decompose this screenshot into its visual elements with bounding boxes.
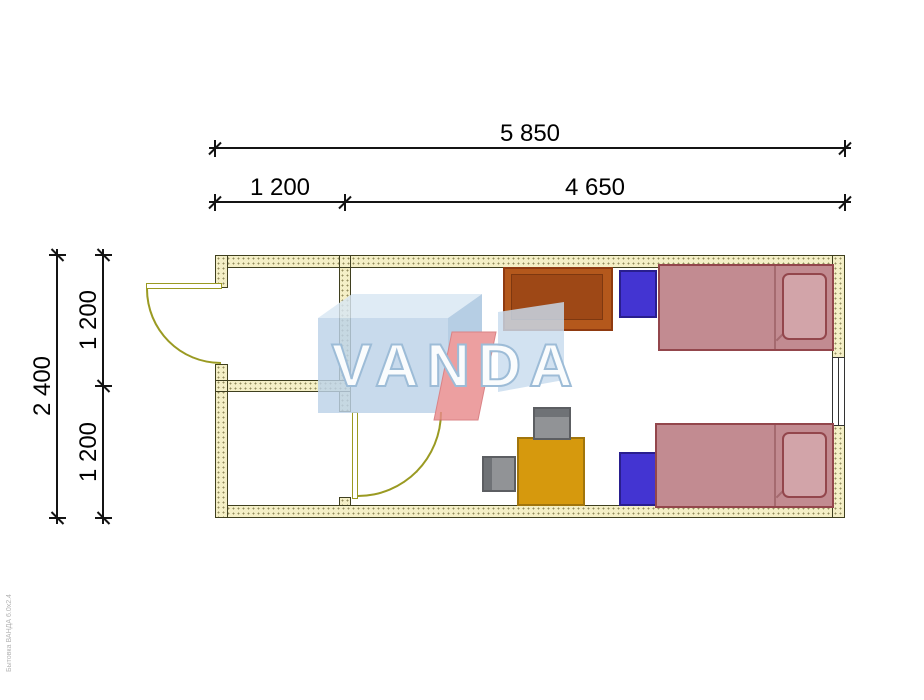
wardrobe — [503, 267, 613, 331]
wall-left-lower — [215, 364, 228, 518]
wall-junction-mark — [339, 255, 340, 268]
dim-depth-bottom-label: 1 200 — [75, 421, 102, 483]
dining-table — [517, 437, 585, 506]
watermark-text: VANDA — [331, 331, 581, 400]
bed-top — [658, 264, 834, 351]
dim-total-depth-label: 2 400 — [29, 355, 56, 417]
dim-line-split-width — [209, 201, 851, 203]
pillow — [782, 273, 827, 340]
entrance-door-leaf — [146, 283, 222, 289]
nightstand-bottom — [619, 452, 658, 506]
chair-left — [482, 456, 516, 492]
wall-junction-mark — [350, 255, 351, 268]
wall-junction-mark — [215, 391, 228, 392]
blanket-edge-line — [774, 266, 776, 349]
window-glazing-line — [838, 358, 839, 425]
bed-bottom — [655, 423, 834, 508]
dim-depth-top-label: 1 200 — [75, 289, 102, 351]
wall-right-upper — [832, 255, 845, 359]
nightstand-top — [619, 270, 657, 318]
wall-interior-vertical-stub — [339, 497, 351, 506]
chair-backrest — [535, 409, 569, 417]
pillow — [782, 432, 827, 498]
fine-print: Бытовка ВАНДА 6.0х2.4 — [6, 594, 13, 672]
watermark-logo — [318, 294, 564, 421]
chair-backrest — [484, 458, 492, 490]
chair-top — [533, 407, 571, 440]
dim-entry-width-label: 1 200 — [249, 174, 311, 201]
blanket-edge-line — [774, 425, 776, 506]
dim-total-width-label: 5 850 — [499, 120, 561, 147]
dim-room-width-label: 4 650 — [564, 174, 626, 201]
entrance-door-arc — [146, 289, 221, 364]
dim-line-total-depth — [56, 249, 58, 524]
dim-line-total-width — [209, 147, 851, 149]
wall-junction-mark — [215, 380, 228, 381]
